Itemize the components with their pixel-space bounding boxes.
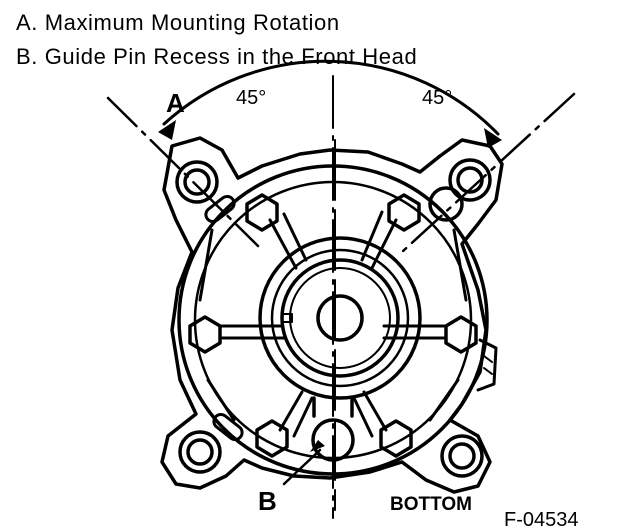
body-ribs xyxy=(198,210,468,438)
guide-pin-leader xyxy=(282,448,322,486)
label-a: A xyxy=(166,88,185,118)
label-b: B xyxy=(258,486,277,516)
notch-hatching xyxy=(483,355,493,375)
figure-id: F-04534 xyxy=(504,509,579,531)
angle-right-label: 45° xyxy=(422,87,452,109)
angle-left-label: 45° xyxy=(236,87,266,109)
mounting-holes xyxy=(175,158,492,478)
right-rotation-line xyxy=(400,92,576,254)
rotation-arc xyxy=(162,59,500,136)
bolt-bosses xyxy=(188,193,478,458)
central-hub xyxy=(258,236,422,400)
arrowheads xyxy=(158,120,502,452)
mounting-flange-outline xyxy=(160,136,504,494)
legend-item-a: A. Maximum Mounting Rotation xyxy=(16,10,340,35)
bottom-label: BOTTOM xyxy=(390,494,472,515)
flange-edge-notch xyxy=(476,338,498,392)
left-rotation-line xyxy=(106,96,260,248)
